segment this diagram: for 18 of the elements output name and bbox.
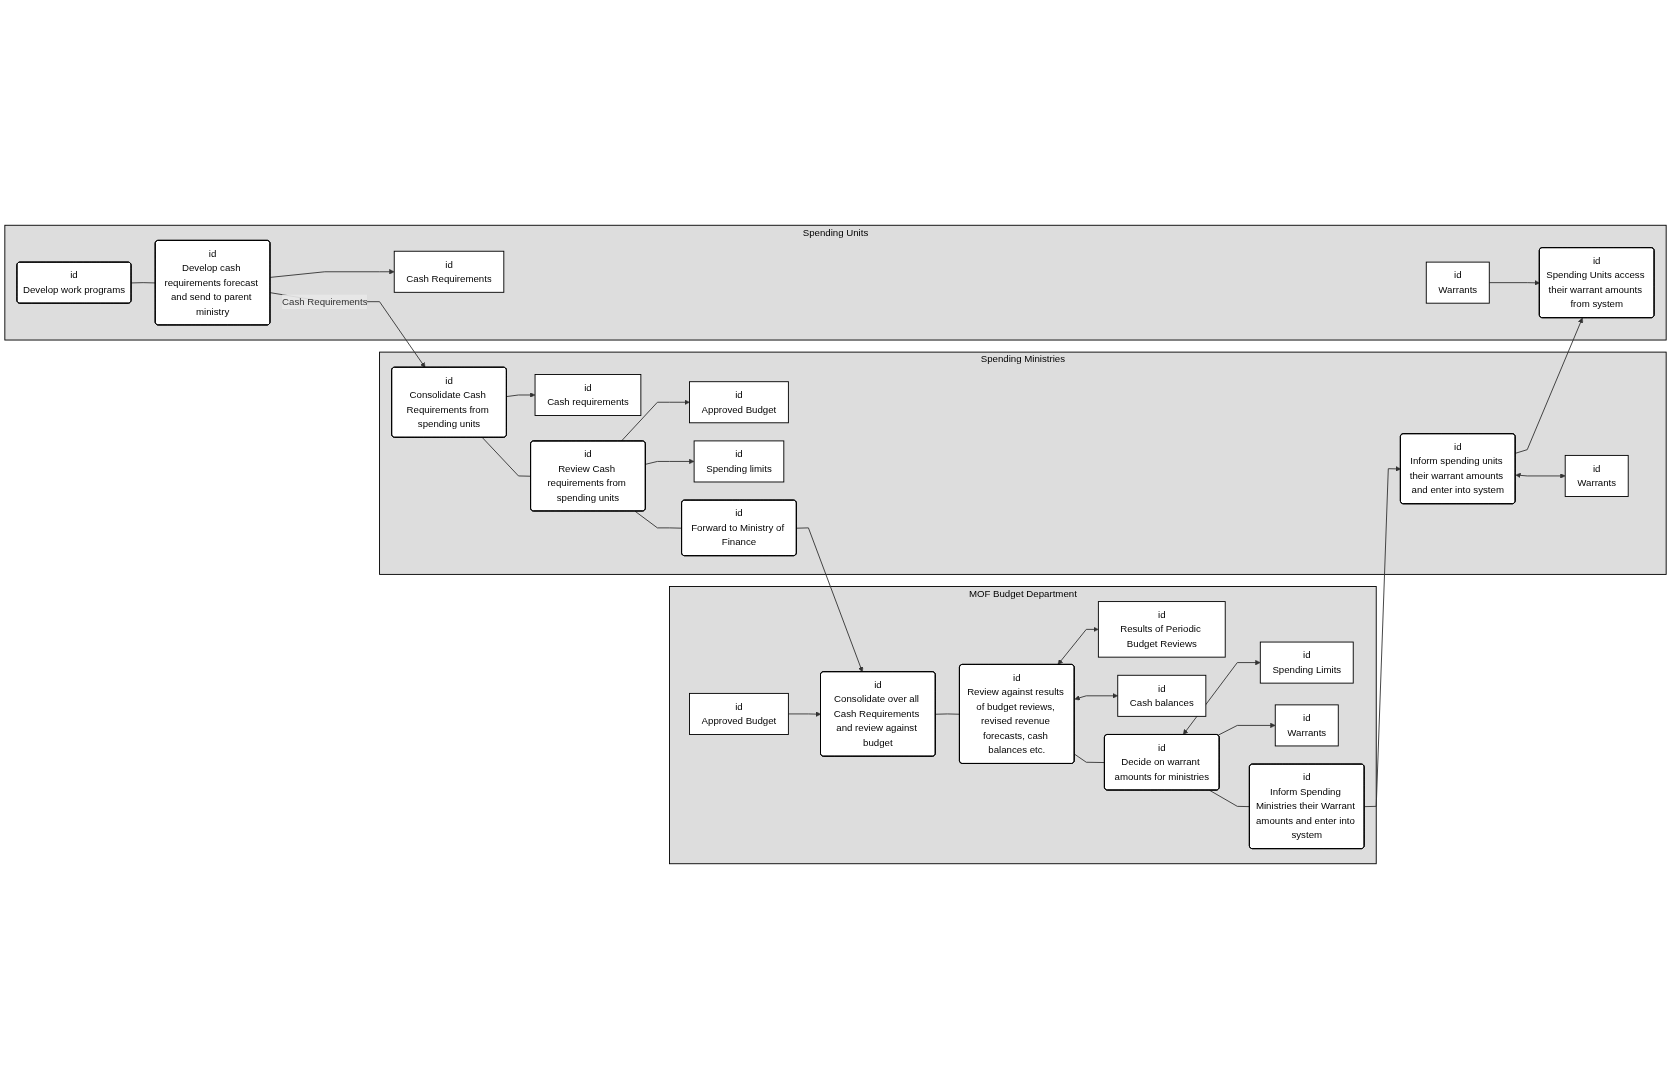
- node-box: id Cash requirements: [534, 374, 642, 416]
- node-box: id Approved Budget: [689, 381, 789, 424]
- node-box: id Approved Budget: [689, 692, 789, 735]
- connector: [481, 437, 532, 477]
- connector: [130, 282, 156, 284]
- node-box: id Cash Requirements: [393, 250, 505, 293]
- connector: [1074, 753, 1106, 763]
- node-box: id Warrants: [1564, 454, 1629, 497]
- edge-label: Cash Requirements: [282, 296, 368, 307]
- node-box: id Warrants: [1425, 261, 1490, 304]
- node-box: id Spending limits: [693, 440, 785, 483]
- node-box: id Spending Limits: [1259, 641, 1354, 684]
- node-box: id Warrants: [1274, 704, 1339, 747]
- node-box: id Cash balances: [1117, 674, 1207, 717]
- connector: [1209, 789, 1251, 808]
- connector: [935, 713, 961, 715]
- connector: [634, 510, 683, 529]
- node-box: id Results of Periodic Budget Reviews: [1097, 601, 1226, 658]
